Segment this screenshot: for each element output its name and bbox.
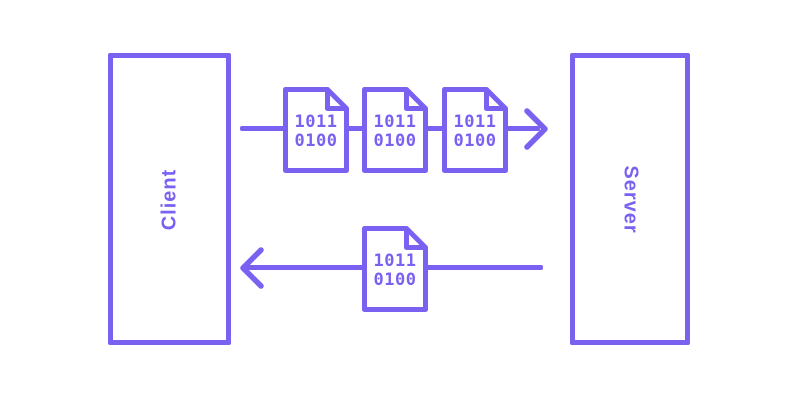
document-binary-text: 1011 0100 — [360, 230, 430, 312]
document-binary-text: 1011 0100 — [360, 91, 430, 173]
document-icon: 1011 0100 — [360, 226, 430, 312]
binary-line: 1011 — [294, 112, 338, 132]
binary-line: 0100 — [373, 270, 417, 290]
binary-line: 0100 — [373, 131, 417, 151]
arrow-left-icon — [240, 247, 264, 289]
document-icon: 1011 0100 — [440, 87, 510, 173]
document-icon: 1011 0100 — [281, 87, 351, 173]
binary-line: 0100 — [453, 131, 497, 151]
binary-line: 1011 — [373, 112, 417, 132]
document-binary-text: 1011 0100 — [281, 91, 351, 173]
arrow-right-icon — [524, 108, 548, 150]
file-outline-icon — [283, 87, 349, 173]
file-outline-icon — [362, 226, 428, 312]
document-binary-text: 1011 0100 — [440, 91, 510, 173]
server-node: Server — [570, 53, 690, 345]
binary-line: 0100 — [294, 131, 338, 151]
binary-line: 1011 — [373, 251, 417, 271]
file-outline-icon — [362, 87, 428, 173]
client-node: Client — [108, 53, 231, 345]
client-label: Client — [158, 168, 180, 230]
server-label: Server — [619, 164, 642, 234]
file-outline-icon — [442, 87, 508, 173]
binary-line: 1011 — [453, 112, 497, 132]
document-icon: 1011 0100 — [360, 87, 430, 173]
